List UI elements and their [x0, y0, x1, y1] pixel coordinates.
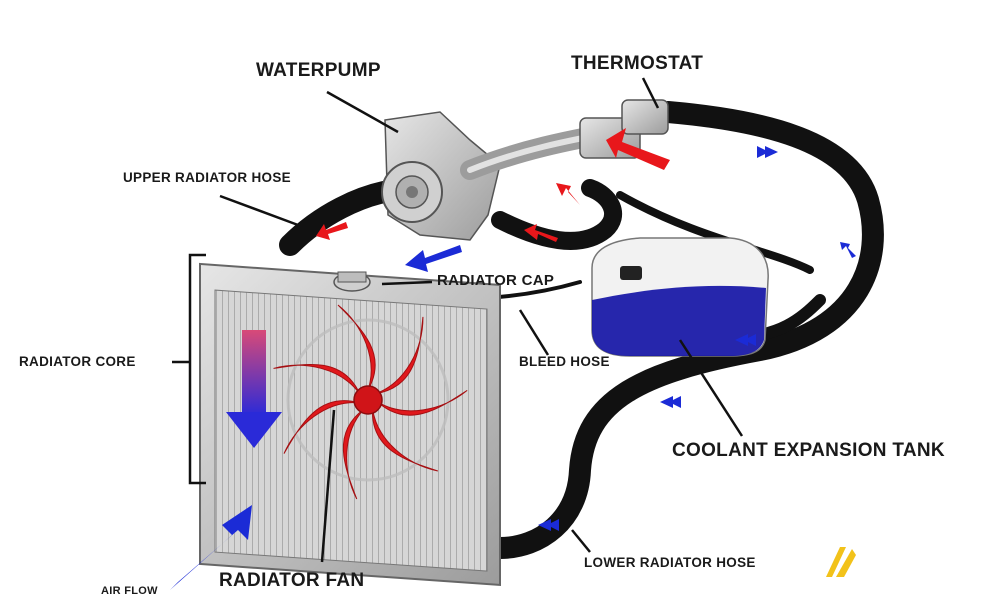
bleed-hose-label: BLEED HOSE [519, 354, 610, 369]
bypass-hose [491, 179, 623, 250]
radiator-fan-label: RADIATOR FAN [219, 570, 365, 591]
cool-arrow-hose-3 [735, 334, 756, 346]
lower-radiator-hose-label: LOWER RADIATOR HOSE [584, 555, 756, 570]
hot-arrow-small-1 [556, 183, 580, 205]
hot-flow-arrows [316, 128, 670, 242]
coolant-expansion-tank [591, 237, 769, 357]
thermostat-label: THERMOSTAT [571, 53, 704, 74]
waterpump-label: WATERPUMP [256, 60, 381, 81]
upper-radiator-hose-label: UPPER RADIATOR HOSE [123, 170, 291, 185]
cool-arrow-pump [405, 245, 462, 272]
cool-flow-arrows [170, 146, 856, 590]
brand-logo-icon [826, 547, 856, 577]
hot-arrow-hose-1 [524, 224, 558, 242]
air-flow-arrow [170, 505, 252, 590]
radiator-cap-label: RADIATOR CAP [437, 272, 555, 289]
radiator-core-label: RADIATOR CORE [19, 354, 136, 369]
hot-arrow-thermostat [606, 128, 670, 170]
cool-arrow-hose-5 [538, 519, 559, 531]
cool-arrow-hose-2 [840, 242, 856, 258]
leader-lines [172, 77, 744, 563]
lower-radiator-hose [489, 101, 884, 559]
air-flow-label: AIR FLOW [101, 585, 158, 597]
cool-arrow-hose-4 [660, 396, 681, 408]
cool-arrow-hose-1 [757, 146, 778, 158]
hot-arrow-hose-2 [316, 222, 348, 240]
upper-radiator-hose [279, 179, 406, 256]
coolant-expansion-tank-label: COOLANT EXPANSION TANK [672, 440, 945, 461]
radiator-fan [273, 304, 468, 500]
